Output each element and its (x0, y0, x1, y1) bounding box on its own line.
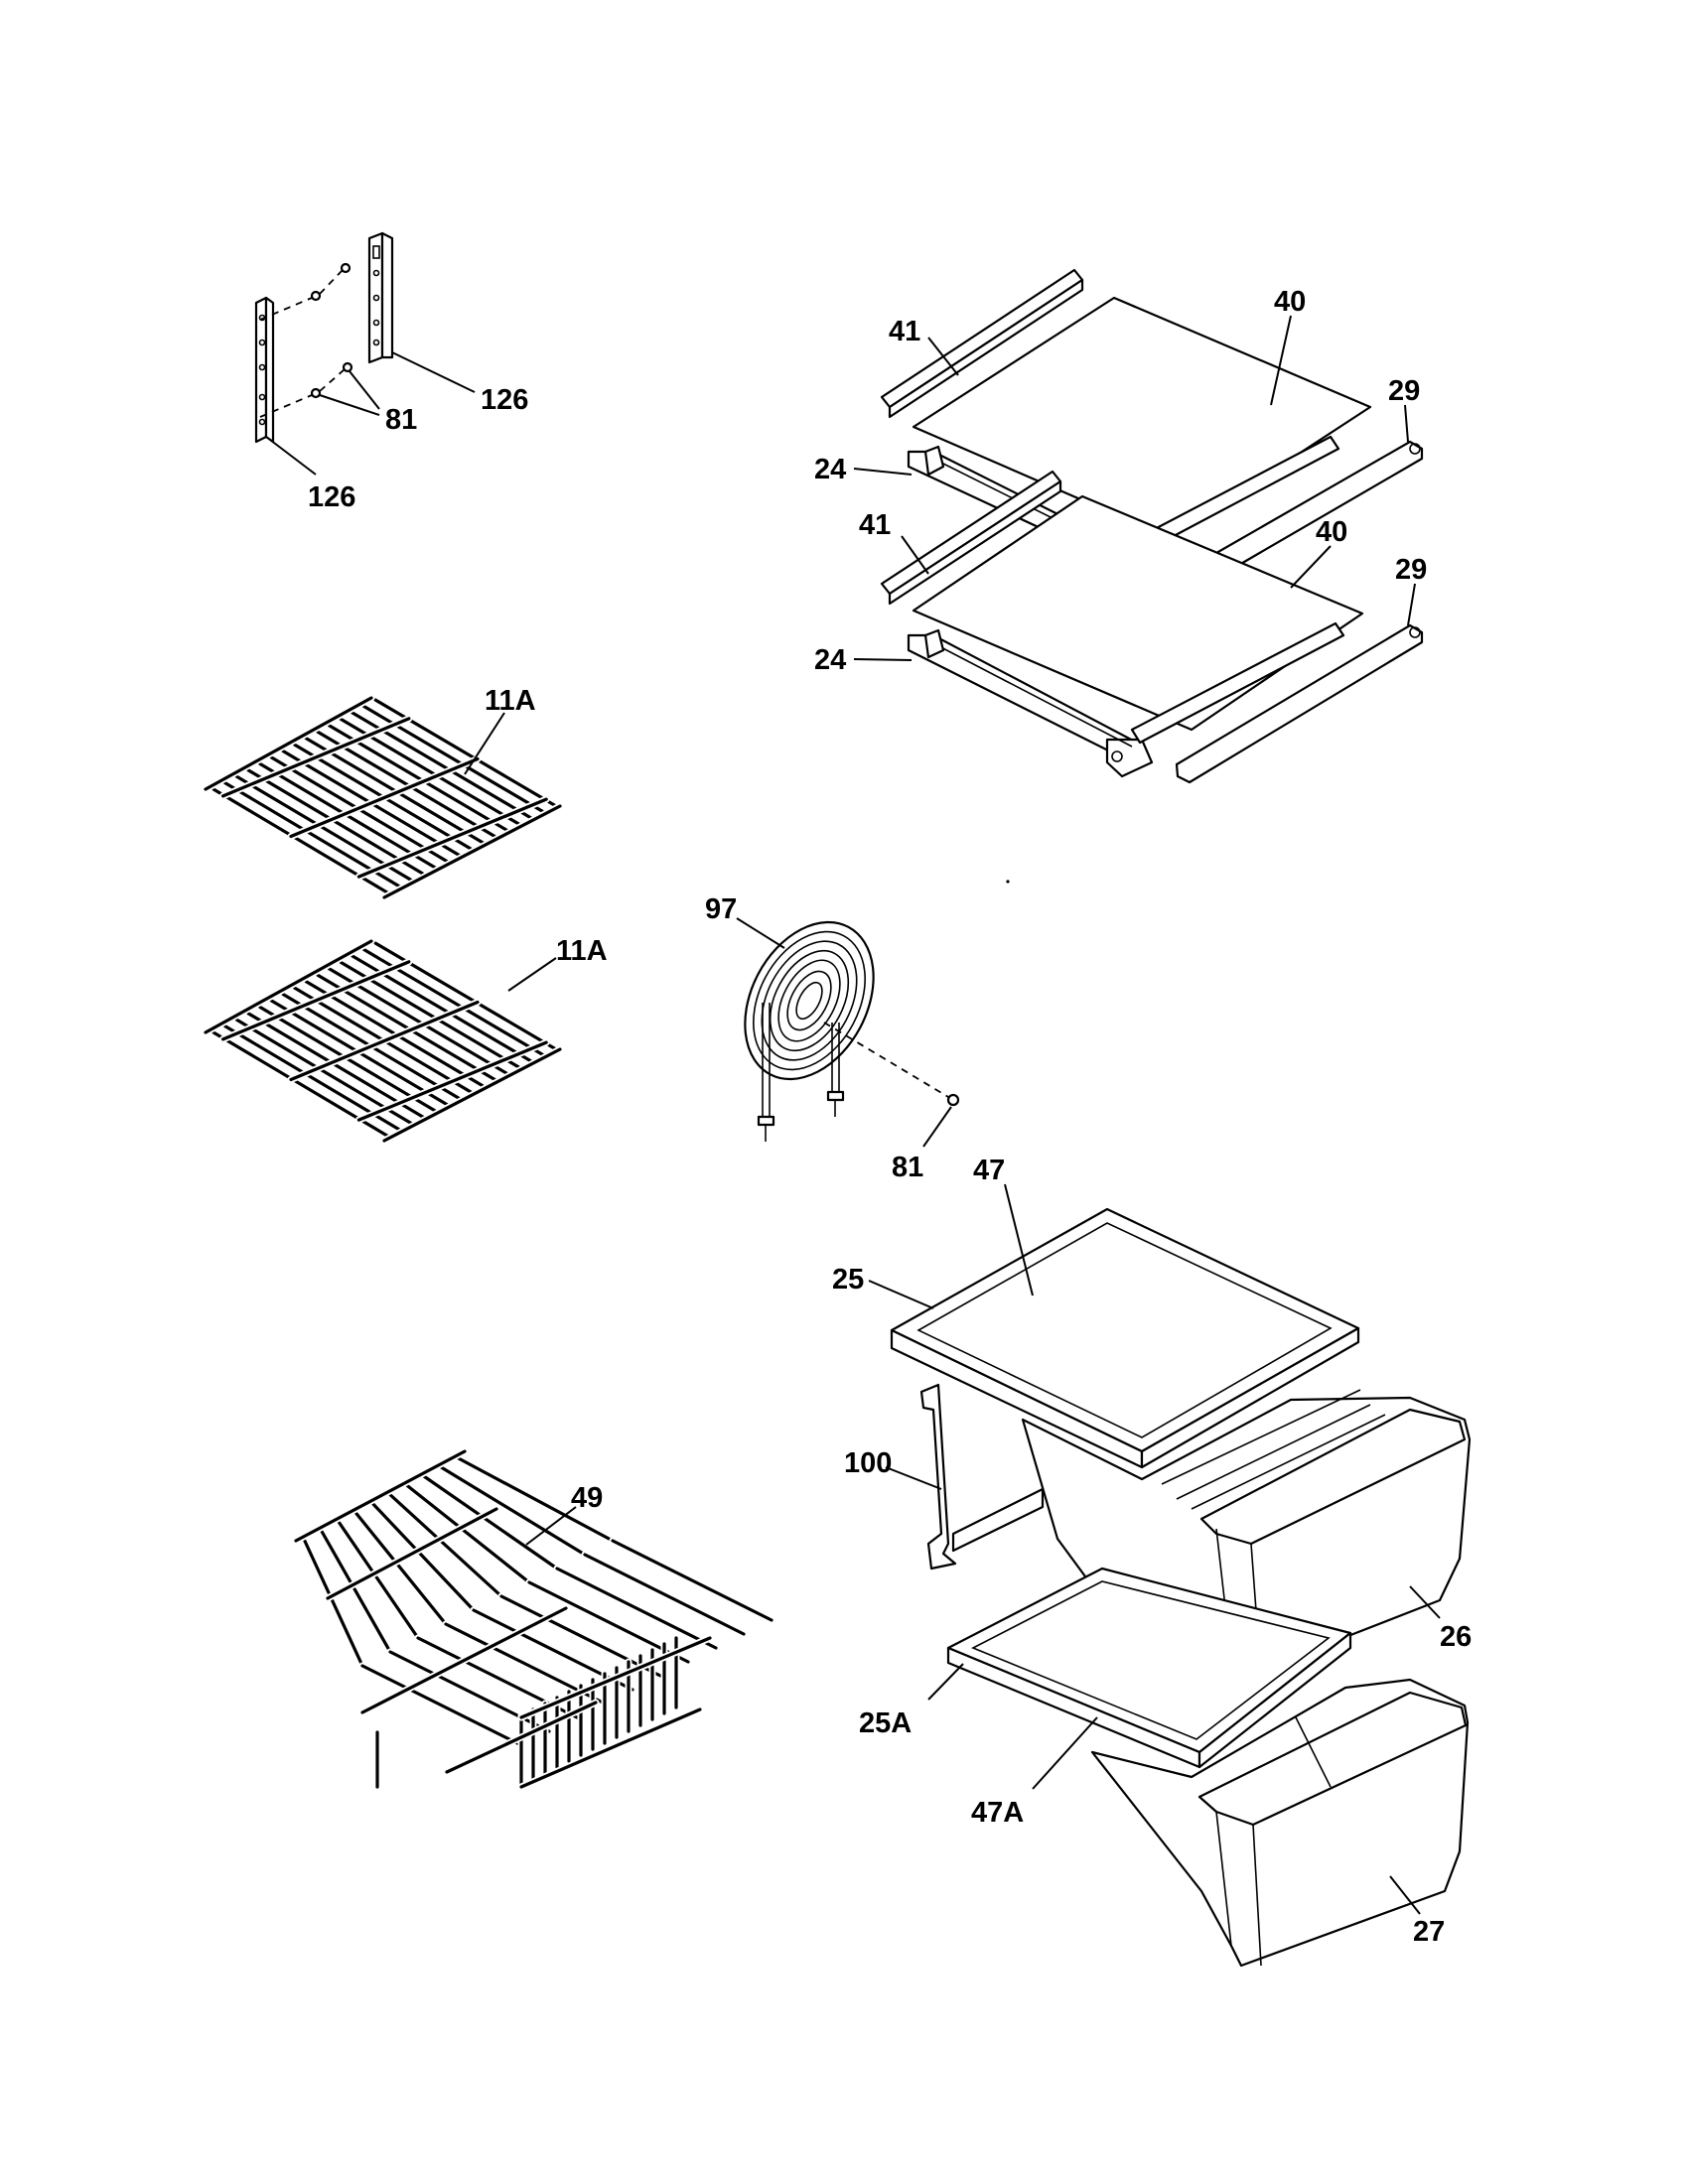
basket-side-bar (445, 1701, 598, 1774)
svg-text:24: 24 (814, 644, 846, 676)
basket-back-wire (301, 1535, 364, 1668)
basket-floor-wire (555, 1567, 718, 1650)
shelf-support-bracket-left (254, 296, 275, 444)
svg-text:126: 126 (308, 481, 355, 513)
crisper-divider (919, 1383, 1045, 1570)
callout-81-coil: 81 (892, 1106, 952, 1183)
svg-text:126: 126 (481, 384, 528, 416)
callout-26: 26 (1409, 1585, 1472, 1653)
basket-back-wire (402, 1481, 531, 1584)
basket-top-rim (294, 1449, 467, 1543)
basket-front-bottom-bar (519, 1707, 702, 1789)
wire-shelf-lower (202, 937, 564, 1145)
basket-floor-wire (583, 1553, 746, 1636)
shelf-edge-left (204, 939, 373, 1034)
shelf-crossbar-front (221, 717, 411, 798)
callout-81-bracket: 81 (319, 370, 417, 436)
glass-shelf-assembly-lower (880, 470, 1424, 784)
svg-text:40: 40 (1316, 516, 1347, 548)
callout-40-upper: 40 (1270, 286, 1306, 406)
callout-126-right: 126 (391, 351, 528, 416)
callout-49: 49 (525, 1482, 603, 1546)
basket-front-top-bar (519, 1636, 712, 1719)
svg-text:81: 81 (892, 1152, 923, 1183)
basket-back-bar (326, 1507, 498, 1600)
callout-41-lower: 41 (859, 509, 929, 575)
basket-back-wire (453, 1454, 615, 1543)
svg-text:100: 100 (844, 1447, 892, 1479)
callout-11a-upper: 11A (464, 685, 536, 775)
basket-back-wire (318, 1526, 392, 1654)
callout-47a: 47A (971, 1716, 1098, 1829)
stray-mark (1006, 880, 1010, 884)
basket-floor-wire (611, 1539, 774, 1622)
crisper-cover-lower (946, 1567, 1352, 1769)
svg-text:49: 49 (571, 1482, 603, 1514)
glass-shelf-assembly-upper (880, 268, 1424, 596)
svg-text:41: 41 (889, 316, 920, 347)
callout-41-upper: 41 (889, 316, 959, 376)
svg-text:25A: 25A (859, 1707, 912, 1739)
basket-back-wire (385, 1490, 503, 1598)
basket-floor-wire (360, 1664, 523, 1747)
svg-text:41: 41 (859, 509, 891, 541)
shelf-crossbar-rear (356, 797, 548, 879)
callout-25: 25 (832, 1264, 934, 1309)
crisper-cover-upper (890, 1207, 1360, 1469)
shelf-crossbar-mid (289, 1000, 480, 1082)
callout-97: 97 (705, 893, 785, 949)
shelf-wire (327, 967, 511, 1077)
svg-text:47: 47 (973, 1155, 1005, 1186)
callout-47: 47 (973, 1155, 1034, 1297)
callout-24-upper: 24 (814, 454, 913, 485)
svg-text:29: 29 (1388, 375, 1420, 407)
wire-basket (292, 1447, 775, 1791)
crisper-drawer-lower (1090, 1678, 1470, 1968)
svg-text:26: 26 (1440, 1621, 1472, 1653)
basket-floor-wire (499, 1594, 662, 1678)
bracket-screws (259, 262, 353, 418)
svg-text:27: 27 (1413, 1916, 1445, 1948)
basket-back-wire (335, 1517, 420, 1640)
shelf-edge-front (382, 804, 562, 899)
basket-back-wire (368, 1499, 476, 1612)
shelf-crossbar-front (221, 960, 411, 1041)
shelf-wire (327, 724, 511, 834)
callout-40-lower: 40 (1290, 516, 1347, 589)
svg-text:47A: 47A (971, 1797, 1024, 1829)
shelf-edge-front (382, 1047, 562, 1143)
callout-27: 27 (1389, 1875, 1445, 1948)
shelf-crossbar-mid (289, 756, 480, 839)
basket-crease-bar (360, 1606, 568, 1714)
svg-text:97: 97 (705, 893, 737, 925)
callout-11a-lower: 11A (507, 935, 608, 992)
callout-29-upper: 29 (1388, 375, 1420, 443)
basket-back-wire (352, 1508, 448, 1626)
basket-back-wire (436, 1463, 587, 1557)
shelf-edge-left (204, 696, 373, 791)
svg-text:25: 25 (832, 1264, 864, 1296)
condenser-coil (744, 920, 960, 1142)
svg-text:81: 81 (385, 404, 417, 436)
basket-back-wire (419, 1472, 559, 1570)
shelf-crossbar-rear (356, 1040, 548, 1122)
callout-24-lower: 24 (814, 644, 913, 676)
svg-text:29: 29 (1395, 554, 1427, 586)
wire-shelf-upper (202, 694, 564, 901)
svg-text:11A: 11A (556, 935, 608, 967)
svg-text:11A: 11A (485, 685, 536, 717)
callout-29-lower: 29 (1395, 554, 1427, 626)
svg-text:24: 24 (814, 454, 846, 485)
callout-25a: 25A (859, 1663, 964, 1739)
callout-100: 100 (844, 1447, 942, 1490)
shelf-support-bracket-right (367, 231, 394, 364)
callout-126-left: 126 (269, 439, 355, 513)
svg-text:40: 40 (1274, 286, 1306, 318)
